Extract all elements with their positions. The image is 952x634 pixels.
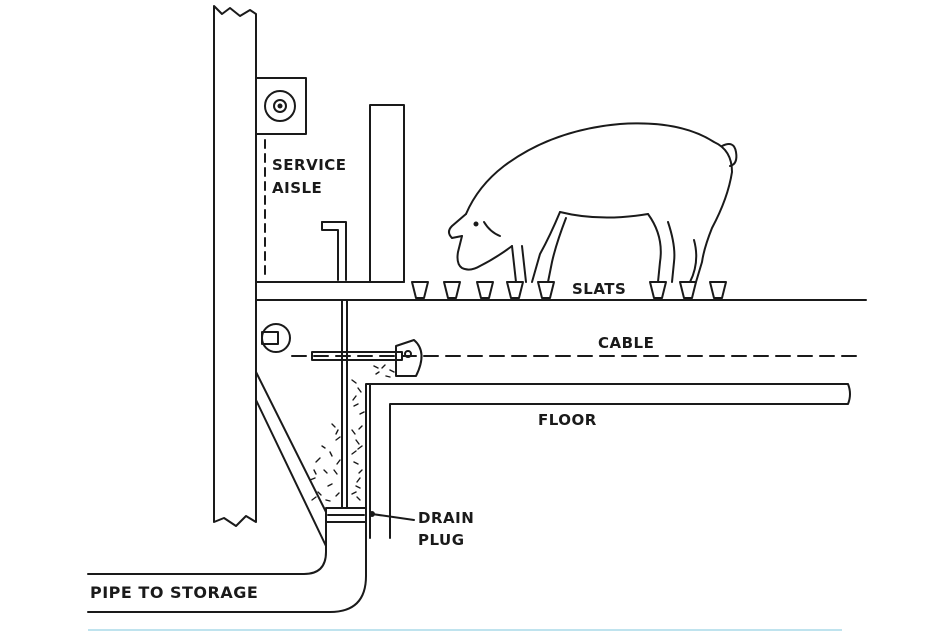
building-wall — [213, 5, 257, 527]
floor-label: FLOOR — [538, 411, 597, 429]
slat — [476, 281, 494, 299]
scraper-flap — [395, 339, 423, 377]
manure-pile — [309, 364, 395, 502]
slat — [537, 281, 555, 299]
slat — [443, 281, 461, 299]
service-aisle-label-line2: AISLE — [272, 179, 322, 197]
cable-label: CABLE — [598, 334, 654, 352]
pen-post — [369, 104, 405, 283]
pig-illustration — [448, 122, 738, 283]
pulley-wheel-top — [264, 90, 296, 122]
slat — [411, 281, 429, 299]
pit-wall-right — [365, 383, 851, 539]
slat — [709, 281, 727, 299]
slats-label: SLATS — [572, 280, 626, 298]
slat — [679, 281, 697, 299]
pulley-wheel-bottom — [261, 323, 291, 353]
service-aisle-label: SERVICE — [272, 156, 347, 174]
slat — [649, 281, 667, 299]
gate-lever — [321, 221, 347, 281]
pipe-to-storage — [87, 521, 327, 575]
drain-plug-label: DRAIN — [418, 509, 474, 527]
drain-plug — [325, 507, 367, 523]
pulley-box — [255, 77, 307, 135]
drain-plug-label-line2: PLUG — [418, 531, 465, 549]
slat — [506, 281, 524, 299]
pit-wall-left — [255, 371, 327, 547]
pipe-to-storage-label: PIPE TO STORAGE — [90, 583, 258, 602]
